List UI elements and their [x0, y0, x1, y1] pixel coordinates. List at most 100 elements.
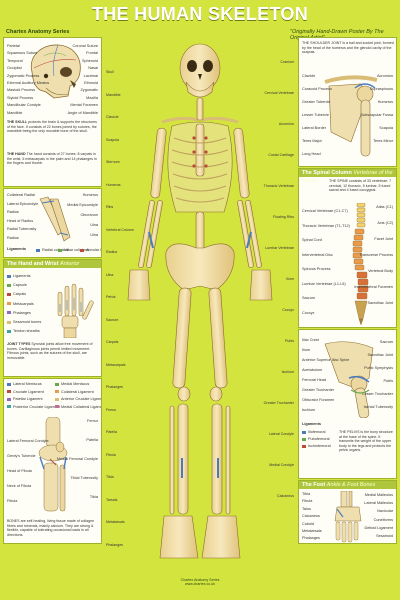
forearm-label-right-2: Olecranon	[80, 213, 98, 217]
knee-legend-item-7: Medial Collateral Ligament	[55, 404, 102, 409]
skeleton-label-right-11: Greater Trochanter	[263, 401, 294, 405]
legend-label: Posterior Cruciate Ligament	[13, 404, 61, 409]
joint-types-text: JOINT TYPES Synovial joints allow free m…	[7, 342, 100, 376]
skeleton-label-left-10: Pelvis	[106, 295, 116, 299]
skull-label-left-3: Occipital	[7, 66, 22, 71]
skull-label-left-7: Styloid Process	[7, 95, 34, 100]
hand-text: THE HAND The hand consists of 27 bones: …	[7, 152, 100, 186]
shoulder-label-10: Teres Major	[302, 139, 322, 143]
legend-swatch	[7, 283, 11, 287]
skeleton-label-left-4: Sternum	[106, 160, 120, 164]
legend-label: Capsule	[13, 283, 27, 288]
legend-label: Lateral Meniscus	[13, 382, 42, 386]
foot-label-right-3: Cuneiforms	[373, 517, 393, 522]
legend-swatch	[55, 405, 59, 408]
skull-label-left-6: Mastoid Process	[7, 88, 36, 93]
skull-label-left-0: Parietal	[7, 44, 20, 48]
legend-label: Collateral Ligament	[61, 389, 94, 394]
knee-legend-item-3: Collateral Ligament	[55, 390, 94, 394]
foot-label-left-6: Phalanges	[302, 536, 320, 541]
shoulder-label-0: Clavicle	[302, 74, 316, 78]
skull-text: THE SKULL protects the brain & supports …	[7, 120, 100, 150]
skeleton-label-left-21: Phalanges	[106, 542, 123, 547]
footer-series: Chartex Anatomy Series	[180, 578, 220, 582]
spine-text: THE SPINE consists of 33 vertebrae: 7 ce…	[329, 179, 392, 193]
spine-label-right-3: Transverse Process	[359, 253, 393, 257]
knee-label-left-2: Head of Fibula	[7, 469, 32, 473]
skeleton-label-right-8: Coccyx	[282, 308, 294, 312]
shoulder-illustration	[324, 75, 378, 157]
skull-label-left-9: Mandible	[7, 110, 23, 115]
legend-swatch	[7, 274, 11, 278]
skeleton-label-right-10: Ischium	[281, 370, 294, 374]
forearm-label-left-5: Radius	[7, 236, 19, 240]
skeleton-label-left-12: Carpals	[106, 340, 119, 344]
spine-label-right-6: Sacroiliac Joint	[367, 301, 393, 305]
hand-legend-item-4: Phalanges	[7, 311, 31, 315]
skeleton-label-right-4: Thoracic Vertebrae	[263, 184, 294, 188]
skull-label-right-9: Angle of Mandible	[67, 110, 98, 115]
hip-illustration	[324, 341, 374, 418]
knee-label-left-4: Fibula	[7, 499, 18, 503]
legend-label: Medial Collateral Ligament	[61, 404, 102, 409]
skull-lateral-illustration	[30, 44, 81, 99]
legend-swatch	[7, 292, 11, 296]
foot-label-left-3: Calcaneus	[302, 514, 320, 519]
shoulder-label-9: Scapula	[379, 126, 393, 130]
legend-swatch	[7, 320, 11, 324]
hand-legend-item-2: Carpals	[7, 292, 26, 296]
skull-label-left-5: External Auditory Meatus	[7, 81, 50, 85]
hip-label-right-1: Sacroiliac Joint	[367, 353, 393, 357]
hand-panel-subtitle: Anterior (Palmar)	[7, 261, 80, 275]
legend-label: Iliofemoral	[308, 430, 326, 434]
spine-label-left-0: Cervical Vertebrae (C1-C7)	[302, 209, 348, 213]
shoulder-label-3: Supraspinous	[369, 87, 393, 91]
skeleton-illustration	[127, 43, 273, 559]
skull-label-right-2: Sphenoid	[81, 58, 98, 63]
hand-panel: The Hand and Wrist Anterior (Palmar) Lig…	[3, 259, 102, 377]
spine-label-right-5: Intervertebral Foramen	[354, 285, 393, 289]
skeleton-label-right-0: Cranium	[280, 60, 294, 64]
foot-label-right-5: Sesamoid	[376, 534, 393, 538]
legend-label: Medial Meniscus	[61, 382, 90, 386]
shoulder-text: THE SHOULDER JOINT is a ball and socket …	[302, 41, 394, 55]
spine-label-right-0: Atlas (C1)	[376, 205, 393, 209]
skeleton-label-left-14: Phalanges	[106, 385, 123, 389]
legend-swatch	[7, 311, 11, 315]
skull-label-right-4: Lacrimal	[83, 73, 98, 78]
forearm-label-left-4: Radial Tuberosity	[7, 227, 37, 232]
forearm-label-right-4: Ulna	[90, 233, 98, 237]
knee-label-left-1: Gerdy's Tubercle	[7, 454, 36, 458]
spine-label-left-4: Spinous Process	[302, 267, 331, 271]
legend-swatch	[7, 302, 11, 306]
hip-label-left-3: Acetabulum	[302, 368, 323, 372]
shoulder-label-1: Acromion	[376, 74, 393, 78]
foot-label-left-5: Metatarsals	[302, 529, 322, 533]
skeleton-label-right-14: Calcaneus	[277, 494, 294, 498]
legend-swatch	[7, 390, 11, 393]
hip-label-right-3: Pubis	[383, 379, 394, 383]
skeleton-label-left-11: Sacrum	[106, 317, 119, 322]
knee-label-right-1: Patella	[86, 438, 98, 442]
knee-label-right-4: Tibia	[89, 495, 98, 499]
skeleton-label-right-13: Medial Condyle	[269, 463, 294, 467]
foot-panel-subtitle: Ankle & Foot Bones	[326, 482, 376, 488]
hip-label-left-7: Ischium	[302, 408, 316, 412]
forearm-label-left-2: Radius	[7, 210, 19, 215]
hip-label-left-0: Iliac Crest	[302, 338, 319, 342]
hand-panel-header: The Hand and Wrist Anterior (Palmar)	[4, 260, 101, 275]
skeleton-label-left-1: Mandible	[106, 92, 121, 97]
foot-label-left-0: Tibia	[302, 492, 311, 496]
forearm-label-right-1: Medial Epicondyle	[67, 203, 98, 207]
skull-label-right-0: Coronal Suture	[72, 44, 98, 48]
skeleton-label-right-2: Acromion	[278, 122, 294, 126]
knee-legend-item-6: Posterior Cruciate Ligament	[7, 405, 60, 409]
knee-legend-item-2: Cruciate Ligament	[7, 390, 44, 394]
forearm-label-left-3: Head of Radius	[7, 218, 34, 223]
legend-swatch	[36, 248, 40, 252]
shoulder-label-5: Humerus	[377, 100, 393, 104]
knee-label-left-0: Lateral Femoral Condyle	[7, 439, 49, 443]
footer-website: www.chartex.co.uk	[185, 582, 215, 587]
